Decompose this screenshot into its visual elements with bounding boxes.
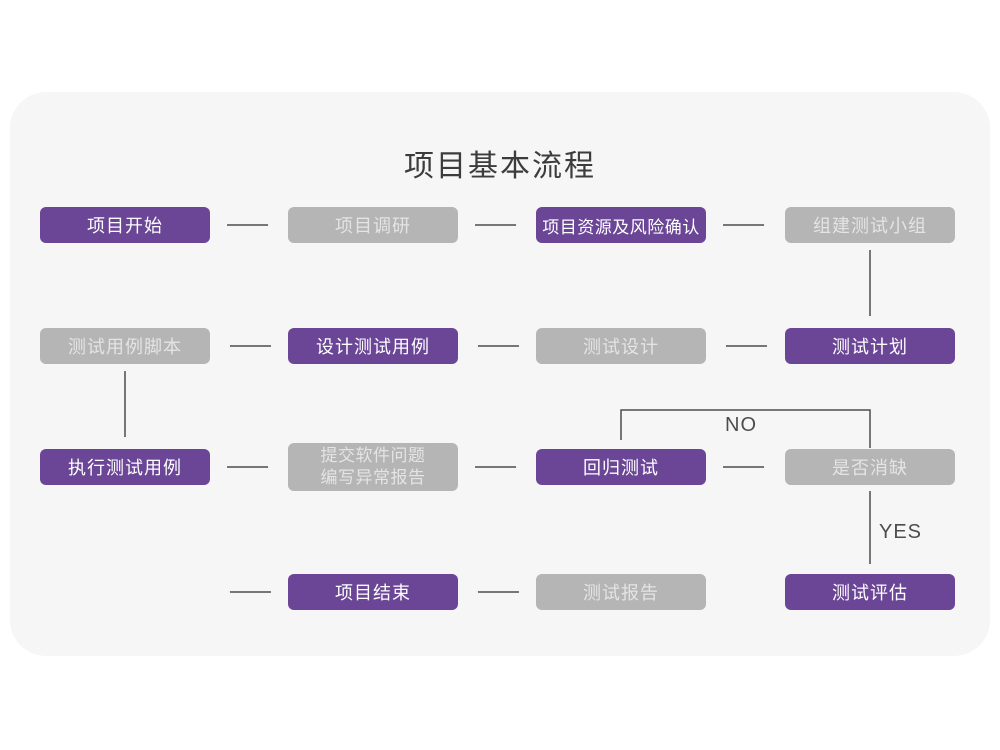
node-project-end: 项目结束 [288, 574, 458, 610]
page-title: 项目基本流程 [404, 150, 596, 183]
node-test-evaluation: 测试评估 [785, 574, 955, 610]
node-build-test-team: 组建测试小组 [785, 207, 955, 243]
node-project-start: 项目开始 [40, 207, 210, 243]
node-design-test-case: 设计测试用例 [288, 328, 458, 364]
node-execute-test-case: 执行测试用例 [40, 449, 210, 485]
flowchart-card [10, 92, 990, 656]
node-test-design: 测试设计 [536, 328, 706, 364]
node-defect-resolved: 是否消缺 [785, 449, 955, 485]
edge-label-yes: YES [879, 521, 923, 543]
node-test-report: 测试报告 [536, 574, 706, 610]
node-regression-test: 回归测试 [536, 449, 706, 485]
node-test-plan: 测试计划 [785, 328, 955, 364]
node-submit-issue: 提交软件问题 编写异常报告 [288, 443, 458, 491]
node-project-research: 项目调研 [288, 207, 458, 243]
node-resources-risk: 项目资源及风险确认 [536, 207, 706, 243]
node-test-case-script: 测试用例脚本 [40, 328, 210, 364]
edge-label-no: NO [725, 414, 757, 436]
